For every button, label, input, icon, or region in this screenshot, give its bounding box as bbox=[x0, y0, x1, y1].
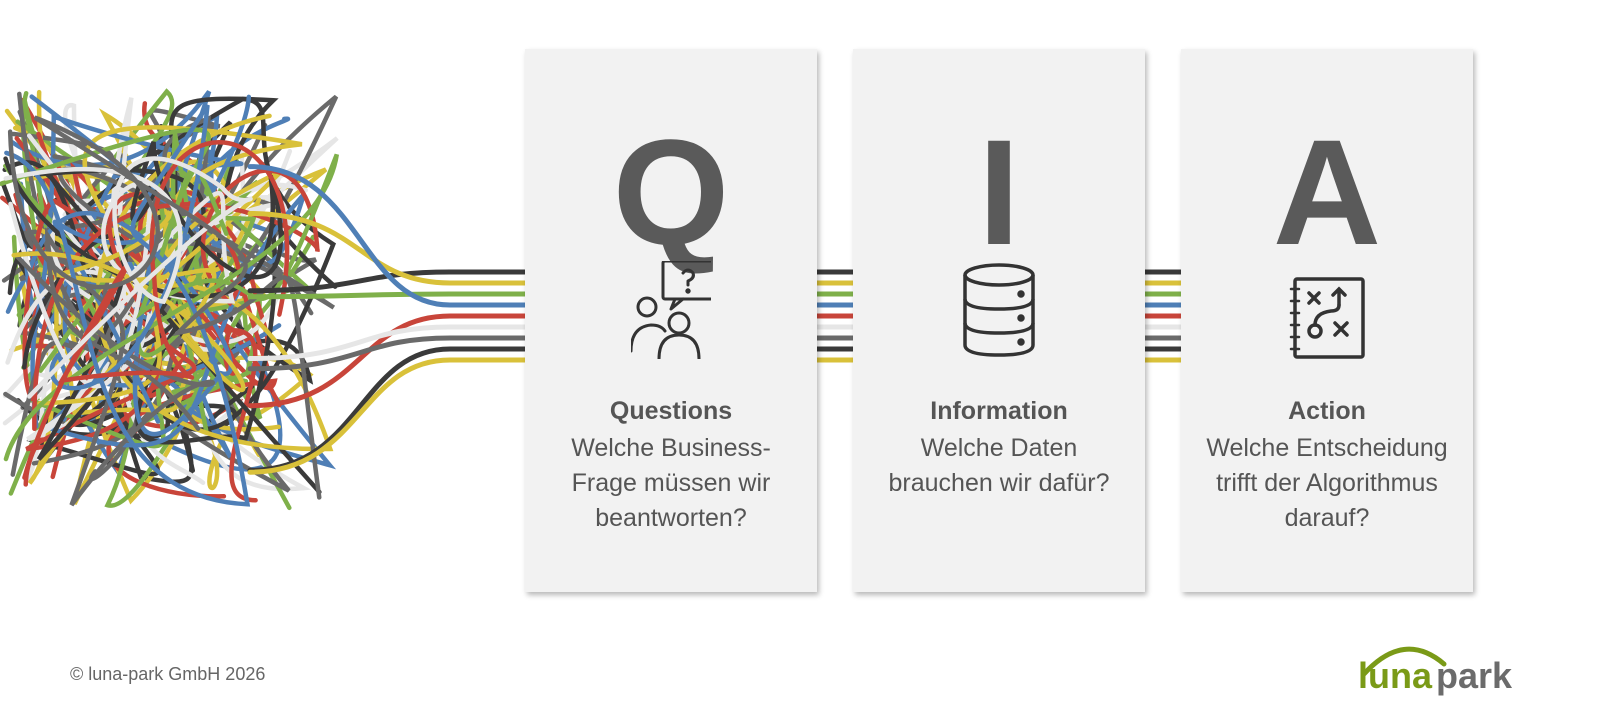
cable bbox=[8, 180, 236, 389]
card-text-action: Welche Entscheidung trifft der Algorithm… bbox=[1206, 434, 1448, 532]
card-information: I Information Welche Daten brauchen wir … bbox=[853, 49, 1145, 592]
card-questions: Q Questions Welche Business-Frage müssen… bbox=[525, 49, 817, 592]
strategy-board-icon bbox=[1289, 277, 1365, 359]
copyright-text: © luna-park GmbH 2026 bbox=[70, 664, 266, 684]
card-letter-a: A bbox=[1272, 108, 1382, 276]
cable bbox=[26, 210, 234, 437]
lunapark-logo: luna park bbox=[1358, 646, 1513, 696]
cable bbox=[247, 164, 528, 308]
people-question-icon bbox=[631, 261, 711, 359]
cable bbox=[247, 324, 528, 362]
cable bbox=[247, 269, 528, 294]
cable bbox=[22, 140, 290, 480]
cable bbox=[7, 115, 322, 500]
cable bbox=[247, 313, 528, 409]
cable bbox=[15, 226, 216, 507]
card-action: A Action Welche Entscheidung trifft der … bbox=[1181, 49, 1473, 592]
cable bbox=[4, 103, 251, 507]
cable bbox=[247, 291, 528, 300]
cable bbox=[247, 357, 528, 475]
card-title-action: Action bbox=[1288, 397, 1366, 425]
cable bbox=[247, 210, 528, 286]
cable bbox=[247, 335, 528, 372]
card-text-information: Welche Daten brauchen wir dafür? bbox=[888, 434, 1110, 497]
svg-text:luna: luna bbox=[1358, 655, 1433, 696]
card-title-questions: Questions bbox=[609, 397, 733, 425]
svg-text:park: park bbox=[1436, 655, 1513, 696]
card-letter-q: Q bbox=[612, 108, 730, 276]
card-letter-i: I bbox=[978, 108, 1020, 276]
card-title-information: Information bbox=[930, 397, 1068, 425]
card-text-questions: Welche Business-Frage müssen wir beantwo… bbox=[571, 434, 771, 532]
database-icon bbox=[963, 263, 1035, 357]
